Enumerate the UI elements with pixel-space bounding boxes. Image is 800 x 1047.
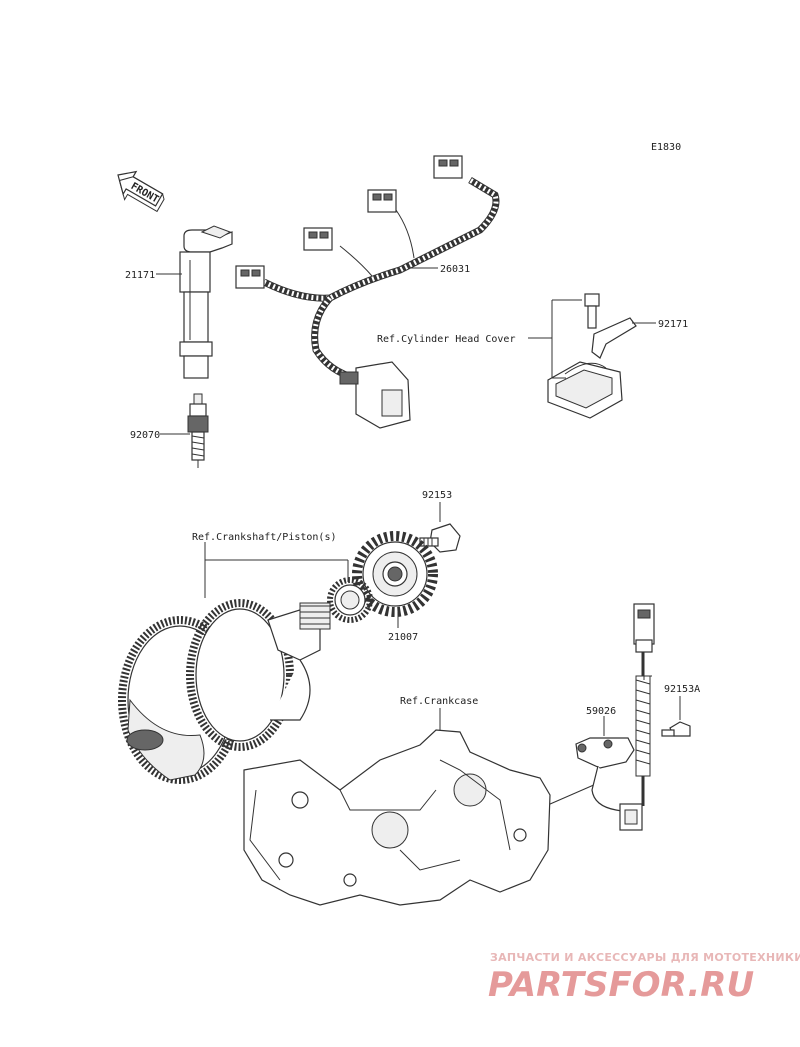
bolt-92153A bbox=[661, 721, 691, 737]
label-92070: 92070 bbox=[130, 430, 160, 441]
crank-sensor bbox=[575, 603, 655, 831]
spark-plug bbox=[187, 393, 209, 468]
crankcase bbox=[243, 729, 551, 906]
crank-gear-small bbox=[327, 577, 373, 623]
harness-connector-1 bbox=[235, 265, 265, 289]
label-21007: 21007 bbox=[388, 632, 418, 643]
label-59026: 59026 bbox=[586, 706, 616, 717]
head-cover-bracket bbox=[547, 293, 637, 419]
harness-connector-2 bbox=[303, 227, 333, 251]
label-26031: 26031 bbox=[440, 264, 470, 275]
ignition-coil bbox=[179, 225, 233, 379]
crankshaft bbox=[118, 599, 331, 784]
label-ref-crankshaft: Ref.Crankshaft/Piston(s) bbox=[192, 532, 337, 543]
label-92171: 92171 bbox=[658, 319, 688, 330]
diagram-code: E1830 bbox=[651, 142, 681, 153]
bolt-92153 bbox=[419, 523, 461, 553]
watermark-tagline: ЗАПЧАСТИ И АКСЕССУАРЫ ДЛЯ МОТОТЕХНИКИ bbox=[490, 951, 800, 964]
label-21171: 21171 bbox=[125, 270, 155, 281]
harness-connector-3 bbox=[367, 189, 397, 213]
label-92153A: 92153A bbox=[664, 684, 700, 695]
label-92153: 92153 bbox=[422, 490, 452, 501]
watermark-logo: PARTSFOR.RU bbox=[488, 965, 754, 1005]
wiring-harness bbox=[235, 155, 500, 429]
timing-rotor bbox=[352, 531, 438, 617]
label-ref-crankcase: Ref.Crankcase bbox=[400, 696, 478, 707]
harness-main-connector bbox=[339, 361, 411, 429]
label-ref-cylinder-head-cover: Ref.Cylinder Head Cover bbox=[377, 334, 515, 345]
harness-connector-4 bbox=[433, 155, 463, 179]
front-arrow-icon: FRONT bbox=[117, 170, 165, 213]
